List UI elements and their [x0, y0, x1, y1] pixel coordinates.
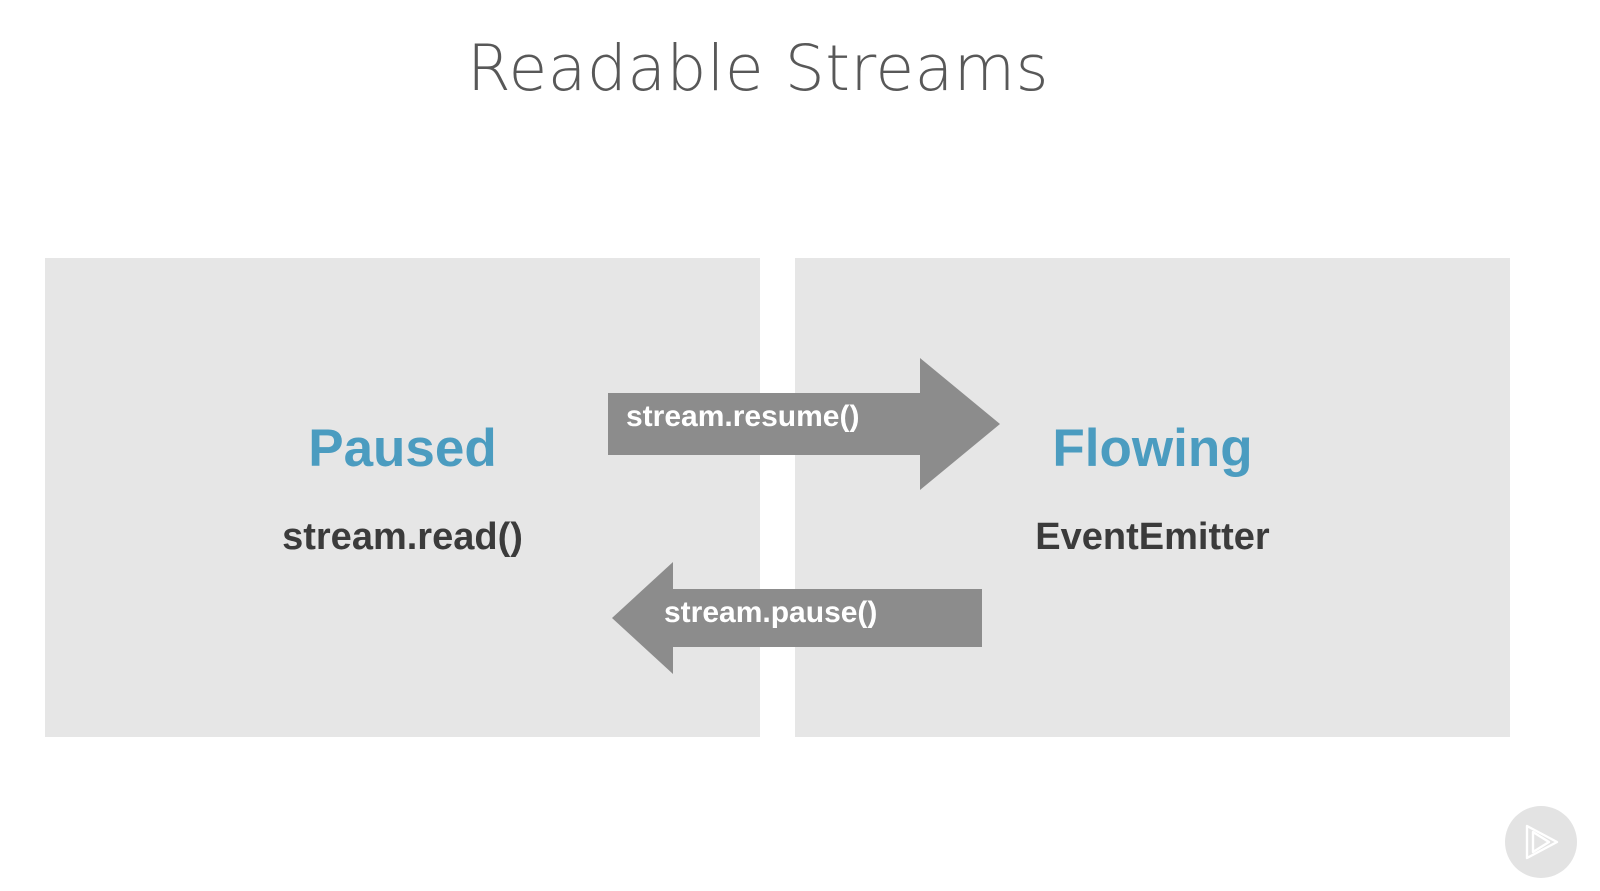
state-subtitle-paused: stream.read() — [282, 516, 523, 558]
play-triangle-logo-icon — [1525, 824, 1559, 860]
transition-arrow-label-resume: stream.resume() — [626, 400, 860, 433]
state-subtitle-flowing: EventEmitter — [1035, 516, 1270, 558]
transition-arrow-resume — [600, 350, 1008, 498]
transition-arrow-pause — [604, 554, 990, 682]
arrow-left-icon — [612, 562, 982, 674]
state-panel-paused: Paused stream.read() — [45, 258, 760, 737]
state-title-paused: Paused — [308, 419, 497, 478]
state-panel-flowing: Flowing EventEmitter — [795, 258, 1510, 737]
state-title-flowing: Flowing — [1052, 419, 1253, 478]
watermark-logo — [1505, 806, 1577, 878]
transition-arrow-label-pause: stream.pause() — [664, 596, 878, 629]
arrow-right-icon — [608, 358, 1000, 490]
page-title: Readable Streams — [467, 32, 1049, 105]
